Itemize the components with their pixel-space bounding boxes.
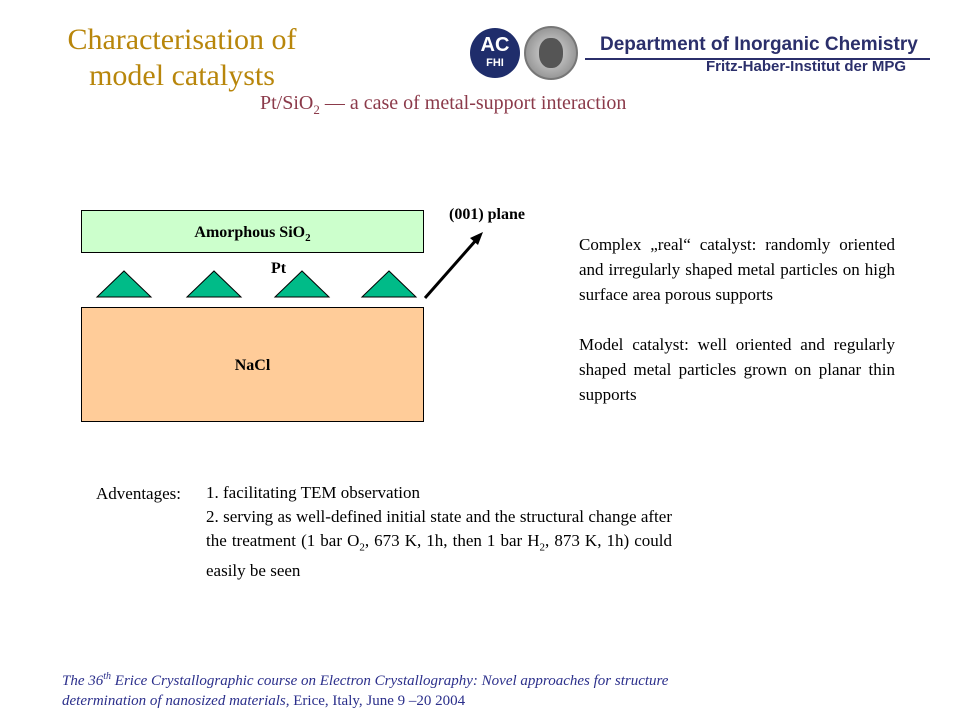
advantage-2-mid: , 673 K, 1h, then 1 bar H: [364, 531, 540, 550]
sio2-label: Amorphous SiO: [194, 224, 306, 241]
title-line-2: model catalysts: [89, 59, 275, 92]
description-model-catalyst: Model catalyst: well oriented and regula…: [579, 335, 895, 404]
footer-line1-post: Erice Crystallographic course on Electro…: [111, 673, 669, 689]
footer-line-1: The 36th Erice Crystallographic course o…: [62, 667, 842, 691]
advantages-list: 1. facilitating TEM observation 2. servi…: [206, 481, 672, 583]
plane-arrow-head: [470, 232, 483, 245]
advantage-item-1: 1. facilitating TEM observation: [206, 483, 421, 502]
footer-line-2: determination of nanosized materials, Er…: [62, 691, 842, 711]
footer-line2-normal: Erice, Italy, June 9 –20 2004: [289, 693, 466, 709]
sio2-sub: 2: [305, 232, 311, 245]
subtitle-pre: Pt/SiO: [260, 92, 314, 114]
ac-logo-text: AC: [480, 34, 510, 56]
catalyst-description: Complex „real“ catalyst: randomly orient…: [579, 232, 895, 407]
pt-particle-3: [273, 270, 331, 298]
advantage-2-pre: 2. serving as well-defined initial state…: [206, 507, 672, 550]
title-line-1: Characterisation of: [67, 23, 297, 56]
footer-citation: The 36th Erice Crystallographic course o…: [62, 667, 842, 711]
slide-title: Characterisation of model catalysts: [52, 22, 312, 94]
advantage-2-sub2: 2: [539, 541, 546, 554]
plane-label: (001) plane: [449, 206, 525, 223]
advantages-label: Adventages:: [96, 484, 181, 503]
subtitle-sub: 2: [313, 102, 320, 117]
advantage-2-post: , 873 K, 1h) could easily be seen: [206, 531, 672, 581]
subtitle-post: — a case of metal-support interaction: [319, 92, 627, 114]
mpg-seal-icon: [524, 26, 578, 80]
ac-fhi-logo: AC FHI: [470, 28, 520, 78]
nacl-substrate: NaCl: [81, 307, 424, 422]
pt-particle-4: [360, 270, 418, 298]
department-name: Department of Inorganic Chemistry: [600, 34, 918, 55]
pt-label: Pt: [271, 260, 287, 277]
footer-line1-pre: The 36: [62, 673, 104, 689]
slide-subtitle: Pt/SiO2 — a case of metal-support intera…: [260, 92, 626, 118]
pt-particle-1: [95, 270, 153, 298]
plane-arrow-line: [423, 238, 479, 299]
fhi-logo-text: FHI: [486, 57, 504, 69]
logo-divider: [585, 58, 930, 60]
footer-line2-italic: determination of nanosized materials,: [62, 693, 290, 709]
pt-particle-2: [185, 270, 243, 298]
description-real-catalyst: Complex „real“ catalyst: randomly orient…: [579, 235, 895, 304]
nacl-label: NaCl: [234, 357, 271, 374]
advantage-2-sub1: 2: [359, 541, 365, 554]
institute-name: Fritz-Haber-Institut der MPG: [706, 58, 907, 75]
seal-portrait: [539, 38, 563, 68]
sio2-layer: Amorphous SiO2: [81, 210, 424, 253]
footer-line1-sup: th: [103, 671, 112, 682]
advantage-item-2: 2. serving as well-defined initial state…: [206, 505, 672, 583]
